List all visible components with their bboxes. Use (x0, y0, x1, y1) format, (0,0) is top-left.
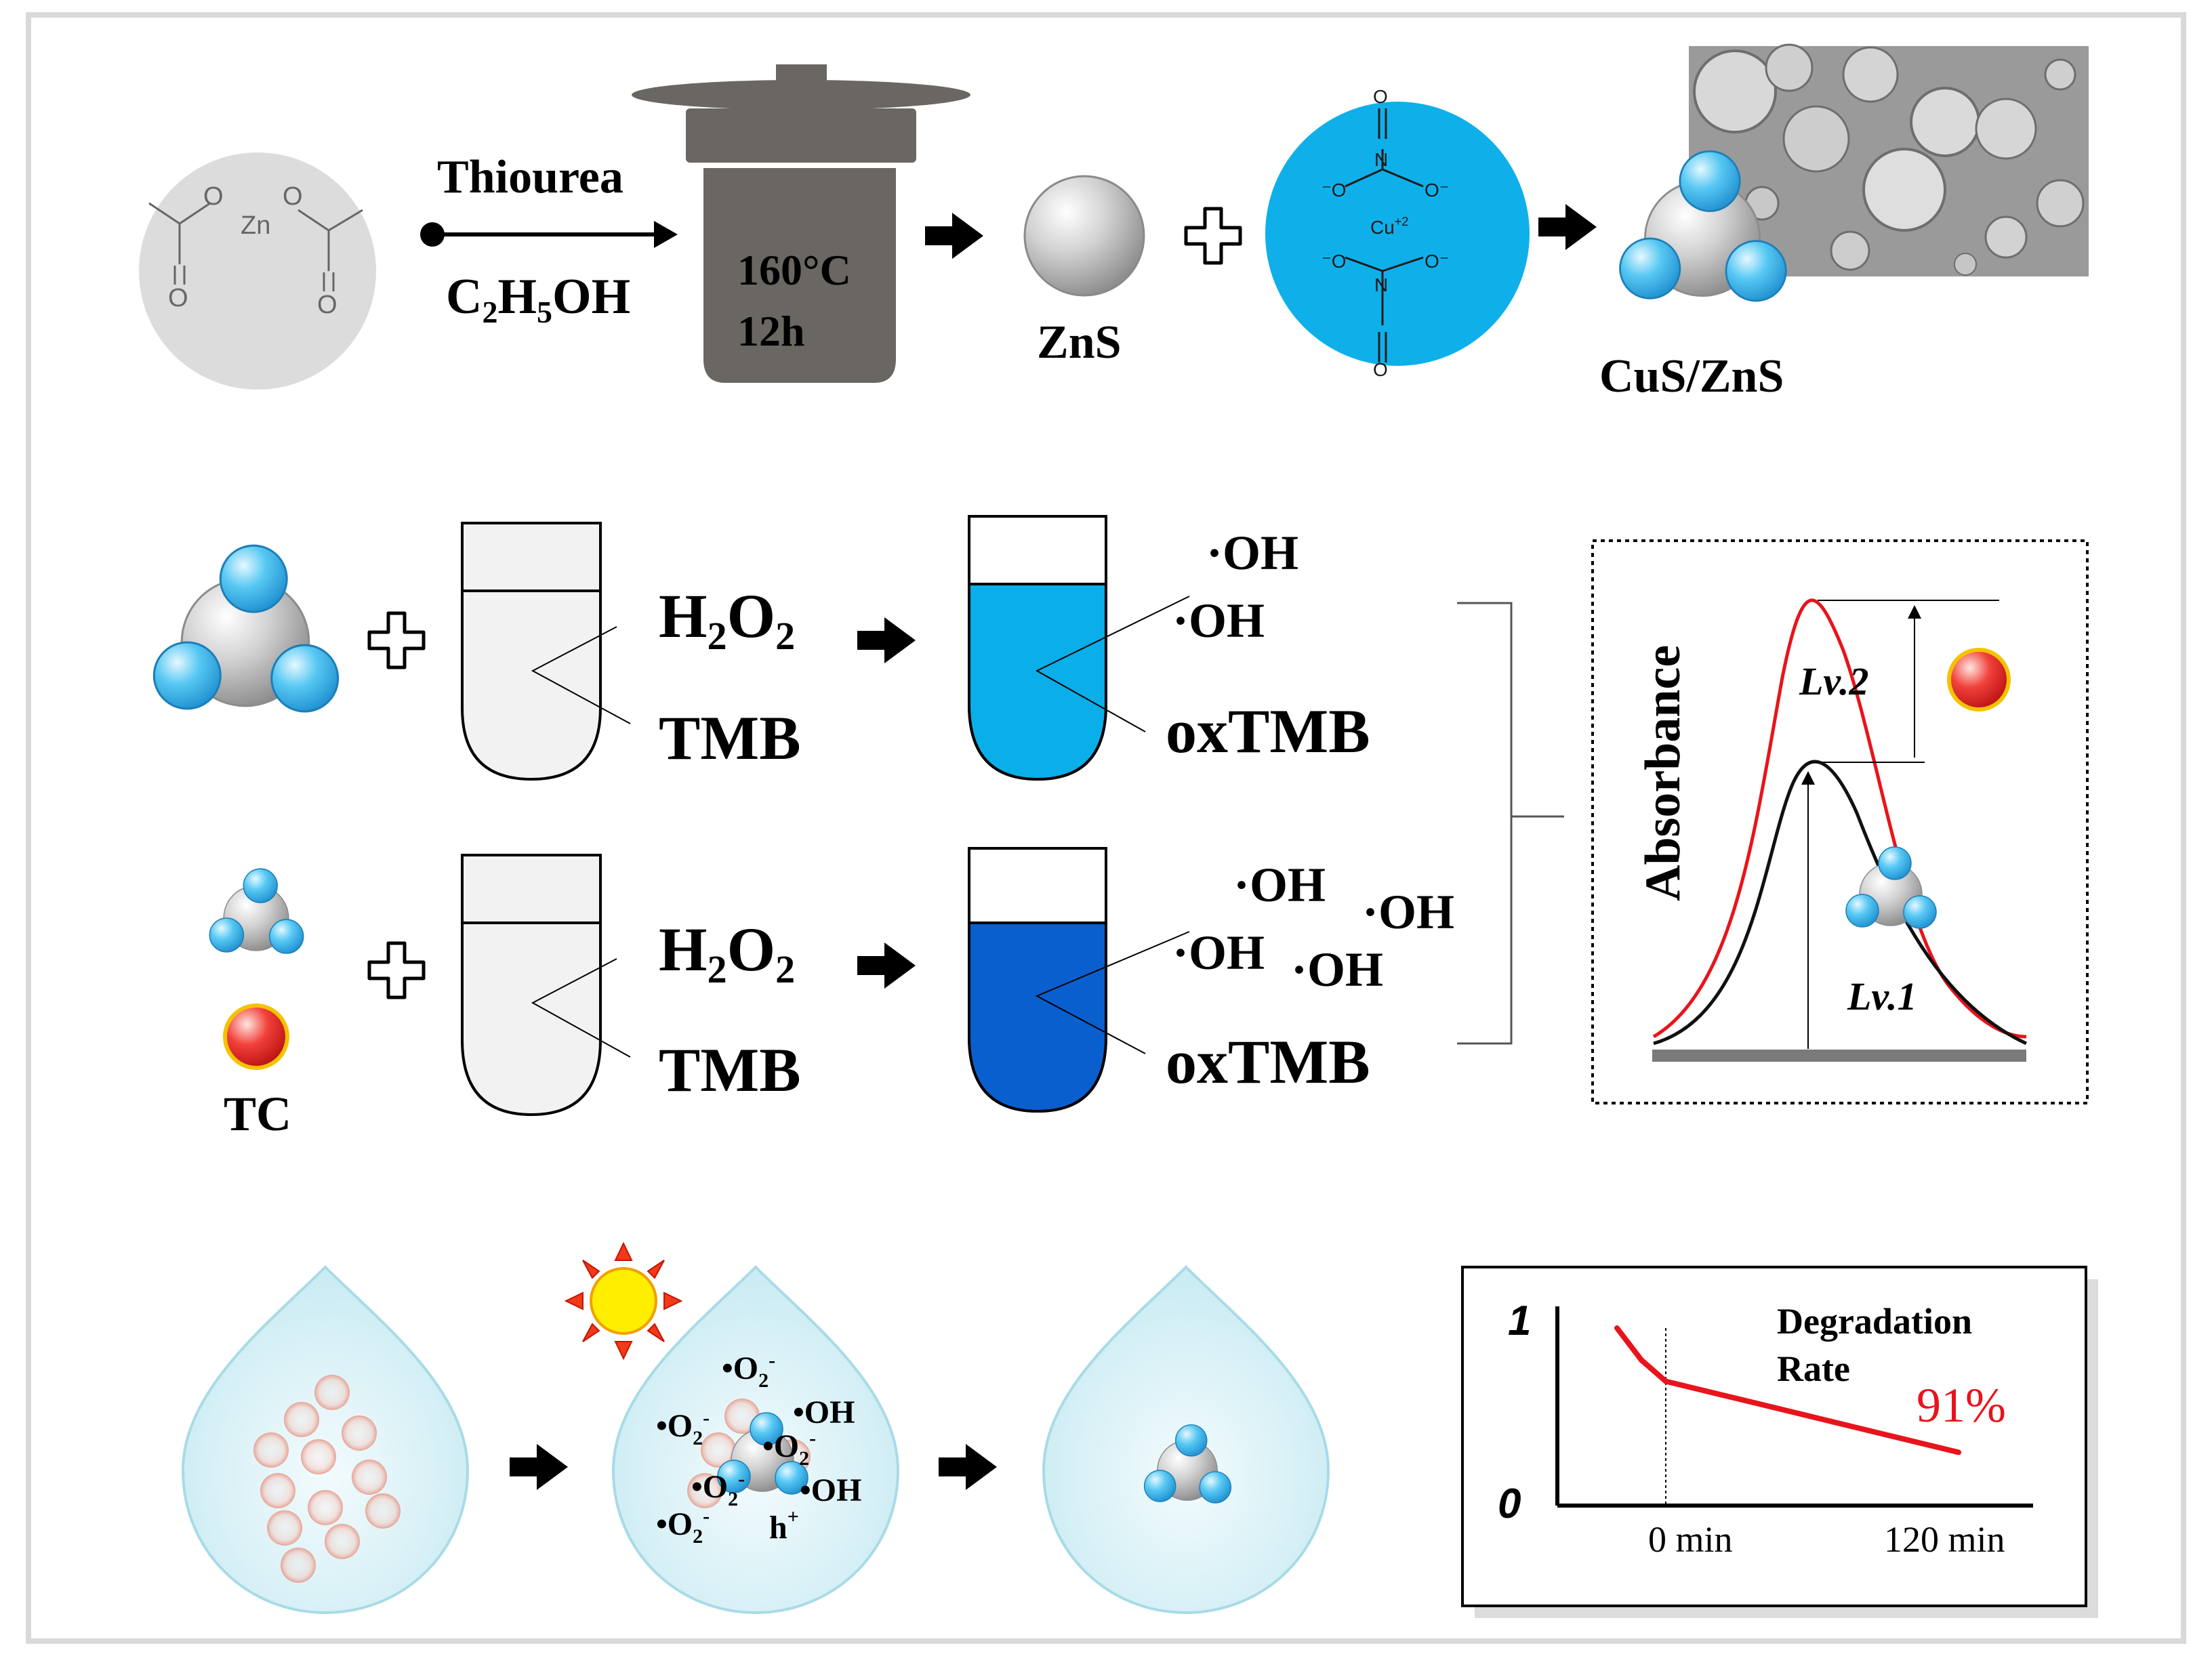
tube-clear-1 (461, 522, 631, 781)
svg-text:O: O (1373, 359, 1388, 380)
svg-text:O: O (203, 182, 224, 211)
svg-text:N: N (1374, 149, 1388, 170)
tmb-label-2: TMB (659, 1035, 801, 1104)
svg-text:O: O (283, 182, 303, 211)
drop-clean (1042, 1265, 1330, 1615)
superoxide-4: •O2- (691, 1468, 745, 1510)
tc-molecule: TC (223, 1003, 291, 1141)
chart-frame (1461, 1266, 2087, 1607)
superoxide-2: •O2- (656, 1407, 710, 1449)
autoclave-temp: 160°C (737, 246, 851, 294)
hydroxyl-2: •OH (800, 1472, 861, 1508)
cus-zns-label: CuS/ZnS (1599, 350, 1784, 402)
x-tick-120: 120 min (1884, 1519, 2005, 1560)
cu-center-label: Cu+2 (1370, 215, 1408, 238)
bracket (1457, 602, 1564, 1045)
degradation-chart: 1 0 0 min 120 min Degradation Rate 91% (1461, 1266, 2098, 1618)
lv1-label: Lv.1 (1847, 974, 1917, 1018)
svg-text:O: O (168, 284, 188, 312)
y-tick-0: 0 (1498, 1481, 1521, 1527)
pollutant-cluster (253, 1375, 401, 1583)
drop-polluted (181, 1265, 470, 1615)
tmb-label-1: TMB (659, 703, 801, 772)
oxtmb-label-1: oxTMB (1166, 697, 1370, 766)
degradation-curve (1614, 1325, 1961, 1455)
oh-radical-1: ·OH (1206, 526, 1298, 580)
h2o2-label-1: H2O2 (659, 581, 795, 658)
red-absorbance-curve (1652, 598, 2027, 1039)
drop-reacting (611, 1265, 900, 1615)
oh-radical-3: ·OH (1233, 858, 1326, 912)
zns-sphere: ZnS (1023, 175, 1145, 369)
hydroxyl-1: •OH (793, 1394, 855, 1430)
svg-text:O: O (1373, 86, 1388, 107)
superoxide-3: •O2- (762, 1427, 816, 1470)
degradation-percent: 91% (1917, 1378, 2006, 1432)
svg-text:⁻O: ⁻O (1322, 180, 1347, 201)
oh-radical-6: ·OH (1291, 943, 1383, 997)
svg-text:O⁻: O⁻ (1425, 251, 1450, 272)
zns-label: ZnS (1037, 316, 1122, 369)
sun-icon (564, 1241, 683, 1361)
copper-nitrate-circle: O N ⁻O O⁻ Cu+2 ⁻O O⁻ N O (1265, 86, 1530, 380)
tc-marker (1947, 648, 2011, 711)
autoclave-time: 12h (737, 307, 805, 355)
svg-text:O⁻: O⁻ (1425, 180, 1450, 201)
oh-radical-2: ·OH (1172, 594, 1265, 648)
tube-darkblue (968, 847, 1190, 1113)
oh-radical-5: ·OH (1172, 926, 1265, 980)
svg-text:O: O (317, 291, 337, 319)
thiourea-label: Thiourea (437, 151, 623, 203)
svg-text:⁻O: ⁻O (1322, 251, 1347, 272)
absorbance-axis-label: Absorbance (1635, 645, 1691, 901)
tc-label: TC (224, 1087, 291, 1141)
superoxide-5: •O2- (656, 1505, 710, 1548)
autoclave-icon: 160°C 12h (632, 64, 970, 383)
tube-clear-2 (461, 854, 631, 1117)
superoxide-1: •O2- (722, 1349, 775, 1392)
tube-lightblue (968, 515, 1190, 781)
synthesis-step-arrow: Thiourea C2H5OH (420, 151, 678, 329)
absorbance-panel: Absorbance Lv.2 Lv.1 (1591, 539, 2089, 1104)
ethanol-label: C2H5OH (446, 269, 630, 329)
h2o2-label-2: H2O2 (659, 915, 795, 991)
y-tick-1: 1 (1508, 1298, 1531, 1344)
zinc-acetate-precursor: O O Zn O O (139, 152, 376, 390)
lv2-label: Lv.2 (1799, 659, 1869, 703)
zn-label: Zn (241, 211, 270, 240)
svg-text:N: N (1374, 274, 1388, 295)
x-tick-0: 0 min (1648, 1519, 1733, 1560)
oh-radical-4: ·OH (1362, 885, 1454, 939)
chart-title-line2: Rate (1777, 1348, 1850, 1389)
hole-label: h+ (769, 1506, 799, 1546)
degradation-radicals: •O2- •OH •O2- •O2- •O2- •OH •O2- h+ (656, 1349, 861, 1548)
oxtmb-label-2: oxTMB (1166, 1027, 1370, 1096)
chart-title-line1: Degradation (1777, 1301, 1972, 1342)
